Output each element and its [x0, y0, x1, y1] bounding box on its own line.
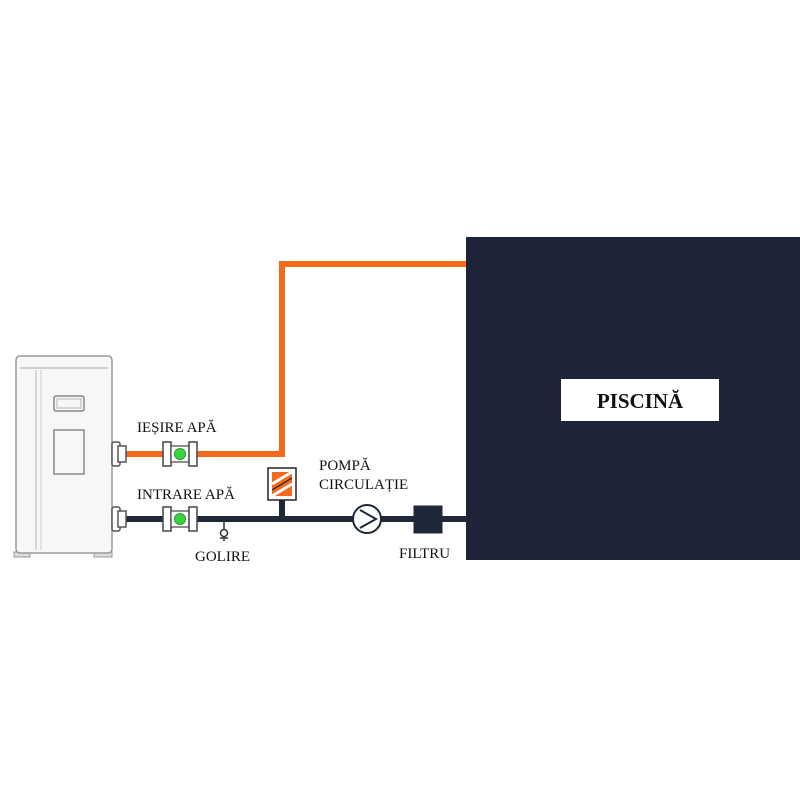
inlet-coupling: [111, 506, 127, 532]
pool: PISCINĂ: [466, 237, 800, 560]
water-in-label: INTRARE APĂ: [137, 486, 235, 503]
water-out-label: IEȘIRE APĂ: [137, 419, 217, 436]
pump-label-line1: POMPĂ: [319, 457, 371, 474]
outlet-coupling: [111, 441, 127, 467]
pool-label: PISCINĂ: [597, 389, 684, 413]
pump-label-line2: CIRCULAȚIE: [319, 477, 408, 493]
circulation-pump-icon: [352, 504, 382, 534]
outlet-union: [162, 441, 198, 467]
hot-water-pipe: [126, 261, 466, 457]
drain-label: GOLIRE: [195, 549, 250, 565]
filter-icon: [413, 505, 443, 534]
filter-label: FILTRU: [399, 546, 450, 562]
heat-pump-unit: [13, 355, 113, 558]
bypass-valve-icon: [267, 467, 297, 501]
inlet-union: [162, 506, 198, 532]
drain-valve-icon: [219, 521, 229, 541]
